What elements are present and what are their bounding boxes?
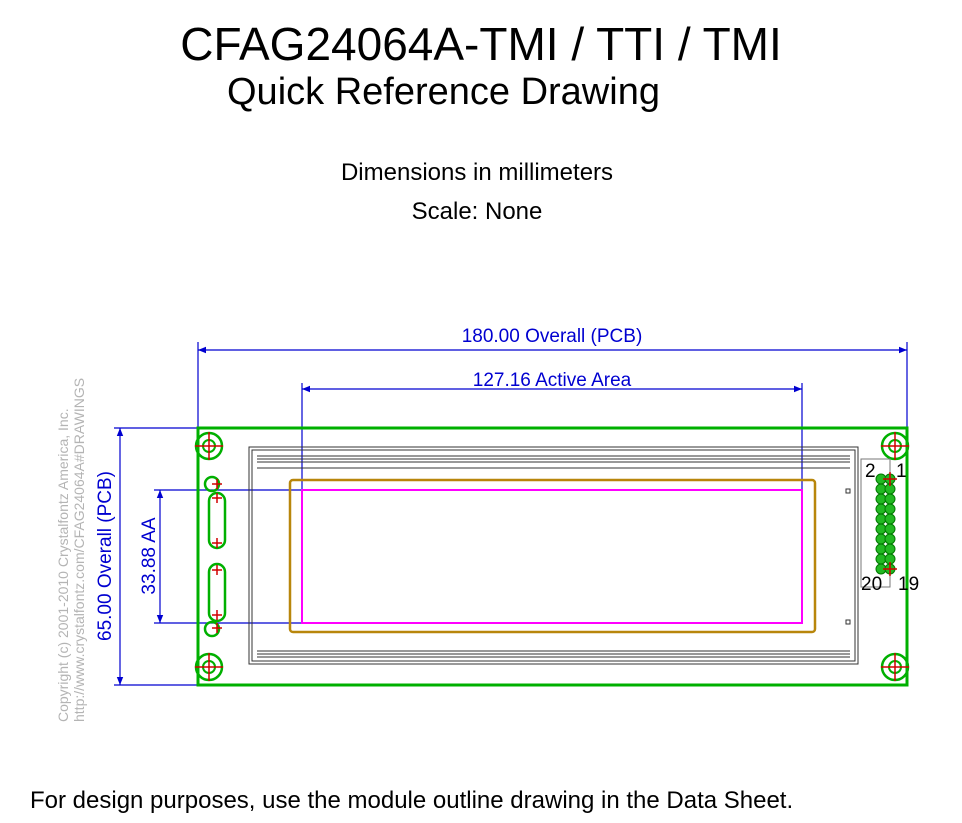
left-bracket	[203, 475, 227, 638]
bracket-slot-lower	[207, 562, 227, 623]
mounting-holes	[194, 431, 910, 682]
mounting-hole-bottom-left	[194, 652, 224, 682]
overall-height-label: 65.00 Overall (PCB)	[95, 471, 116, 641]
pin-label-19: 19	[898, 574, 919, 595]
pin-pads	[875, 472, 897, 576]
active-area-width-dimension: 127.16 Active Area	[301, 370, 803, 490]
mounting-hole-top-right	[880, 431, 910, 461]
mounting-hole-bottom-right	[880, 652, 910, 682]
page-subtitle: Quick Reference Drawing	[227, 71, 660, 113]
pin-label-20: 20	[861, 574, 882, 595]
mounting-hole-top-left	[194, 431, 224, 461]
copyright-line-2: http://www.crystalfontz.com/CFAG24064A#D…	[71, 378, 87, 722]
pin-pad	[884, 493, 896, 505]
pin-pad	[884, 543, 896, 555]
units-note: Dimensions in millimeters	[340, 159, 614, 186]
pin-pad	[884, 513, 896, 525]
connector-pins: 2 1 20 19	[860, 458, 919, 595]
pin-pad	[884, 523, 896, 535]
active-area-height-dimension: 33.88 AA	[139, 489, 302, 624]
bracket-hole-bottom	[203, 620, 221, 638]
pin-pad	[884, 533, 896, 545]
overall-width-label: 180.00 Overall (PCB)	[462, 326, 643, 347]
glass-outline	[248, 446, 859, 665]
active-area	[301, 489, 803, 624]
overall-height-dimension: 65.00 Overall (PCB)	[95, 427, 198, 686]
active-area-height-label: 33.88 AA	[139, 517, 160, 594]
scale-note: Scale: None	[411, 198, 543, 225]
footer-note: For design purposes, use the module outl…	[30, 787, 794, 814]
active-area-width-label: 127.16 Active Area	[473, 370, 632, 391]
page-title: CFAG24064A-TMI / TTI / TMI	[180, 18, 782, 70]
pcb-outline	[196, 426, 909, 687]
viewing-area	[288, 478, 817, 634]
pin-label-2: 2	[865, 461, 876, 482]
copyright-watermark: Copyright (c) 2001-2010 Crystalfontz Ame…	[55, 378, 87, 722]
pin-label-1: 1	[896, 461, 907, 482]
overall-width-dimension: 180.00 Overall (PCB)	[197, 326, 908, 428]
pin-pad	[884, 503, 896, 515]
copyright-line-1: Copyright (c) 2001-2010 Crystalfontz Ame…	[55, 408, 71, 722]
